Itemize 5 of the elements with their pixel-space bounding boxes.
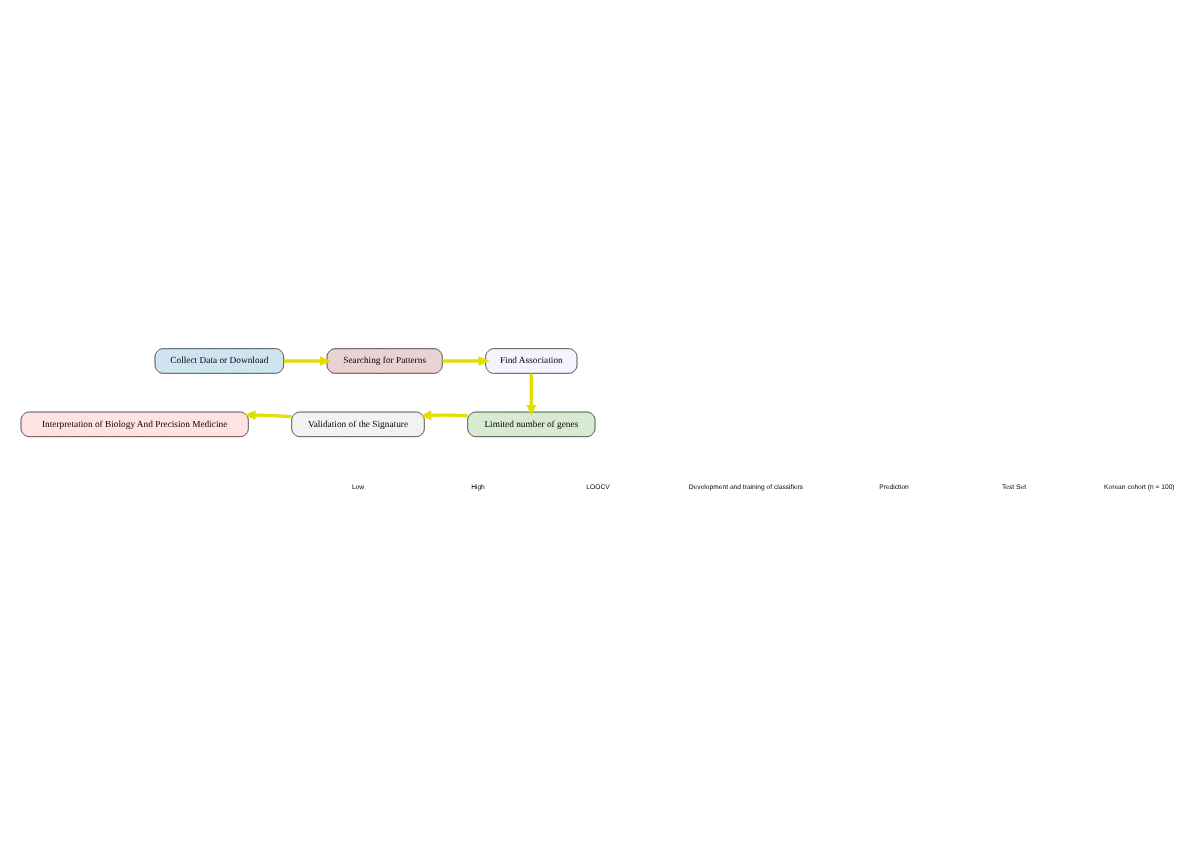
arrow xyxy=(283,356,331,366)
arrow xyxy=(420,410,468,421)
arrow xyxy=(526,373,537,417)
arrow xyxy=(442,356,490,366)
arrow xyxy=(244,410,292,420)
